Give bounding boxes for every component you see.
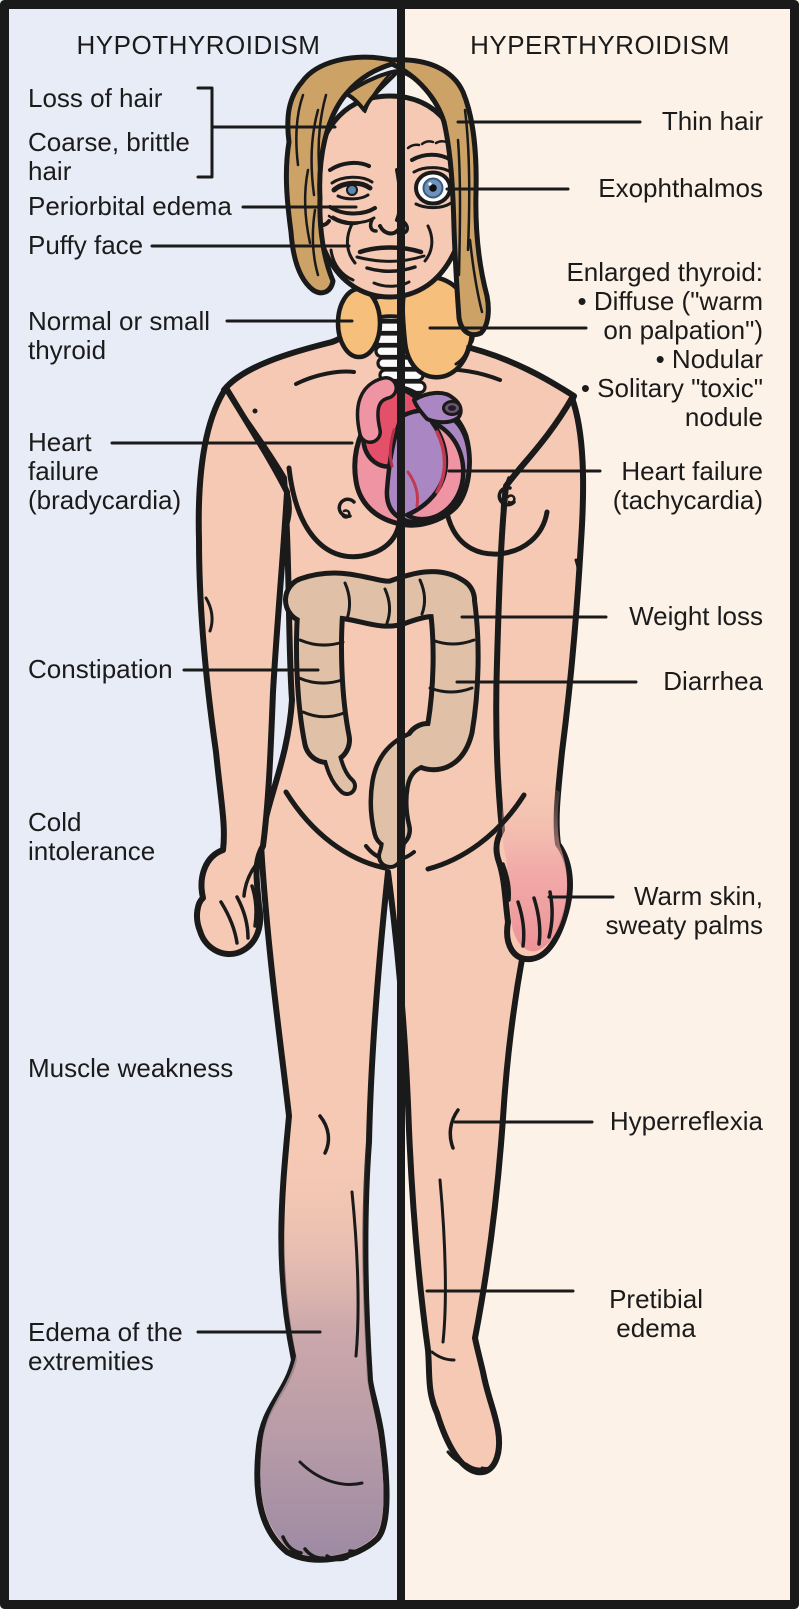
label-heart-failure-tachycardia: Heart failure (tachycardia)	[612, 456, 763, 515]
label-thin-hair: Thin hair	[661, 106, 763, 136]
label-warm-skin-sweaty-palms: Warm skin, sweaty palms	[605, 881, 764, 940]
left-eye-iris	[346, 184, 358, 196]
label-pretibial-edema: Pretibial edema	[609, 1284, 703, 1343]
label-periorbital-edema: Periorbital edema	[28, 191, 232, 221]
leader-hair-bracket	[196, 86, 214, 179]
heart-organ	[352, 376, 472, 528]
label-heart-failure-bradycardia: Heart failure (bradycardia)	[28, 427, 182, 515]
label-coarse-brittle-hair: Coarse, brittle hair	[28, 127, 190, 186]
edematous-left-leg	[260, 1140, 384, 1557]
label-weight-loss: Weight loss	[629, 601, 763, 631]
label-normal-small-thyroid: Normal or small thyroid	[28, 306, 211, 365]
label-cold-intolerance: Cold intolerance	[28, 807, 156, 866]
title-hypothyroidism: HYPOTHYROIDISM	[76, 30, 321, 60]
leader-lines	[110, 86, 642, 1334]
label-enlarged-thyroid: Enlarged thyroid: • Diffuse ("warm on pa…	[566, 257, 763, 432]
label-hyperreflexia: Hyperreflexia	[609, 1106, 763, 1136]
label-exophthalmos: Exophthalmos	[598, 173, 763, 203]
label-diarrhea: Diarrhea	[663, 666, 763, 696]
label-muscle-weakness: Muscle weakness	[28, 1053, 234, 1083]
hair	[283, 54, 491, 338]
label-constipation: Constipation	[28, 654, 173, 684]
thyroid-left-lobe-small	[335, 286, 383, 360]
center-divider-line	[397, 0, 405, 1609]
label-puffy-face: Puffy face	[28, 230, 144, 260]
label-edema-extremities: Edema of the extremities	[28, 1317, 183, 1376]
label-loss-of-hair: Loss of hair	[28, 83, 163, 113]
body-detail-lines	[204, 367, 581, 1562]
large-intestine	[283, 569, 481, 869]
thin-hair-right	[389, 57, 491, 338]
title-hyperthyroidism: HYPERTHYROIDISM	[470, 30, 730, 60]
